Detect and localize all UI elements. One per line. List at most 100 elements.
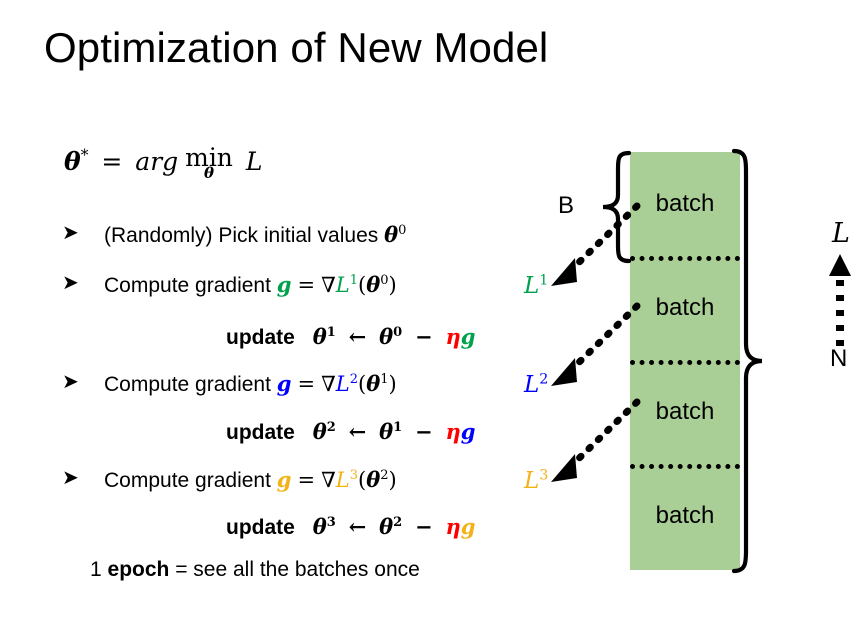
eta-symbol: η <box>445 514 461 539</box>
page-title: Optimization of New Model <box>44 24 549 71</box>
batch-cell: batch <box>655 190 715 217</box>
loss-axis-label: L <box>832 218 850 249</box>
theta-arg-superscript: 2 <box>380 468 389 483</box>
epoch-description: = see all the batches once <box>169 558 420 581</box>
loss-label-2-superscript: 2 <box>539 371 549 388</box>
update-label: update <box>226 516 295 539</box>
update-row-1: update θ1 ← θ0 − ηg <box>226 324 475 350</box>
loss-label-2-symbol: L <box>524 372 540 398</box>
gradient-symbol-g: g <box>276 371 292 396</box>
left-arrow-icon: ← <box>348 324 367 349</box>
loss-label-1-symbol: L <box>524 273 540 299</box>
theta-arg-superscript: 1 <box>380 372 389 387</box>
compute-gradient-label: Compute gradient <box>104 469 277 492</box>
nabla-icon: ∇ <box>321 273 336 297</box>
objective-equation: θ* = arg min θ L <box>64 143 263 181</box>
gradient-symbol-g: g <box>460 324 476 349</box>
loss-label-3: L3 <box>524 467 548 494</box>
batch-divider <box>630 464 740 469</box>
theta-new-superscript: 1 <box>326 325 336 340</box>
equals-sign: = <box>297 273 316 297</box>
min-operator: min <box>185 143 233 172</box>
arrow-bullet-icon: ➤ <box>62 369 79 393</box>
nabla-icon: ∇ <box>321 468 336 492</box>
gradient-symbol-g: g <box>276 272 292 297</box>
theta-old-symbol: θ <box>379 324 394 349</box>
theta-new-symbol: θ <box>312 324 327 349</box>
theta-arg-symbol: θ <box>366 467 381 492</box>
theta-old-superscript: 2 <box>393 515 403 530</box>
gradient-symbol-g: g <box>276 467 292 492</box>
theta-star-superscript: * <box>80 146 89 165</box>
theta-init-symbol: θ <box>384 222 399 247</box>
batch-cell: batch <box>655 502 715 529</box>
update-label: update <box>226 421 295 444</box>
dataset-size-brace <box>732 148 763 574</box>
batch-size-brace <box>602 150 632 264</box>
theta-new-superscript: 3 <box>326 515 336 530</box>
theta-arg-symbol: θ <box>366 272 381 297</box>
batch-cell: batch <box>655 294 715 321</box>
theta-init-superscript: 0 <box>398 223 407 238</box>
compute-gradient-label: Compute gradient <box>104 274 277 297</box>
arrow-bullet-icon: ➤ <box>62 465 79 489</box>
epoch-count: 1 <box>90 558 102 581</box>
batch-size-label: B <box>558 192 575 219</box>
left-arrow-icon: ← <box>348 514 367 539</box>
theta-new-symbol: θ <box>312 514 327 539</box>
loss-superscript: 3 <box>349 468 358 483</box>
theta-new-superscript: 2 <box>326 420 336 435</box>
left-arrow-icon: ← <box>348 419 367 444</box>
paren-open: ( <box>357 372 367 396</box>
compute-gradient-label: Compute gradient <box>104 373 277 396</box>
step-gradient-2-text: Compute gradient g=∇L2(θ1) <box>104 371 397 397</box>
theta-arg-symbol: θ <box>366 371 381 396</box>
loss-symbol: L <box>335 468 350 492</box>
gradient-symbol-g: g <box>460 419 476 444</box>
step-gradient-3-text: Compute gradient g=∇L3(θ2) <box>104 467 397 493</box>
objective-loss-symbol: L <box>245 147 263 177</box>
arrow-bullet-icon: ➤ <box>62 220 79 244</box>
equals-sign: = <box>297 372 316 396</box>
batch-divider <box>630 256 740 261</box>
paren-open: ( <box>357 273 367 297</box>
nabla-icon: ∇ <box>321 372 336 396</box>
minus-sign: − <box>414 419 433 444</box>
update-label: update <box>226 326 295 349</box>
argmin-operator: min θ <box>185 143 233 181</box>
loss-label-3-superscript: 3 <box>539 467 549 484</box>
epoch-note: 1 epoch = see all the batches once <box>90 558 420 582</box>
theta-star-symbol: θ <box>64 147 81 177</box>
dataset-column: batch batch batch batch <box>630 152 740 570</box>
arg-operator: arg <box>135 147 179 177</box>
loss-label-1: L1 <box>524 272 548 299</box>
paren-close: ) <box>388 468 397 492</box>
dataset-size-label: N <box>830 345 848 372</box>
theta-old-superscript: 0 <box>393 325 403 340</box>
step-initial-label: (Randomly) Pick initial values <box>104 224 385 247</box>
loss-symbol: L <box>335 372 350 396</box>
update-row-2: update θ2 ← θ1 − ηg <box>226 419 475 445</box>
step-gradient-1-text: Compute gradient g=∇L1(θ0) <box>104 272 397 298</box>
equals-sign: = <box>297 468 316 492</box>
theta-old-symbol: θ <box>379 419 394 444</box>
theta-old-symbol: θ <box>379 514 394 539</box>
loss-label-1-superscript: 1 <box>539 272 549 289</box>
update-row-3: update θ3 ← θ2 − ηg <box>226 514 475 540</box>
loss-direction-arrow-icon <box>829 254 851 346</box>
arrow-bullet-icon: ➤ <box>62 270 79 294</box>
loss-symbol: L <box>335 273 350 297</box>
eta-symbol: η <box>445 419 461 444</box>
eta-symbol: η <box>445 324 461 349</box>
step-initial-text: (Randomly) Pick initial values θ0 <box>104 222 406 248</box>
theta-arg-superscript: 0 <box>380 273 389 288</box>
equals-sign: = <box>101 147 123 177</box>
loss-label-3-symbol: L <box>524 468 540 494</box>
minus-sign: − <box>414 514 433 539</box>
minus-sign: − <box>414 324 433 349</box>
theta-new-symbol: θ <box>312 419 327 444</box>
batch-divider <box>630 360 740 365</box>
epoch-term: epoch <box>107 558 170 581</box>
loss-superscript: 2 <box>349 372 358 387</box>
